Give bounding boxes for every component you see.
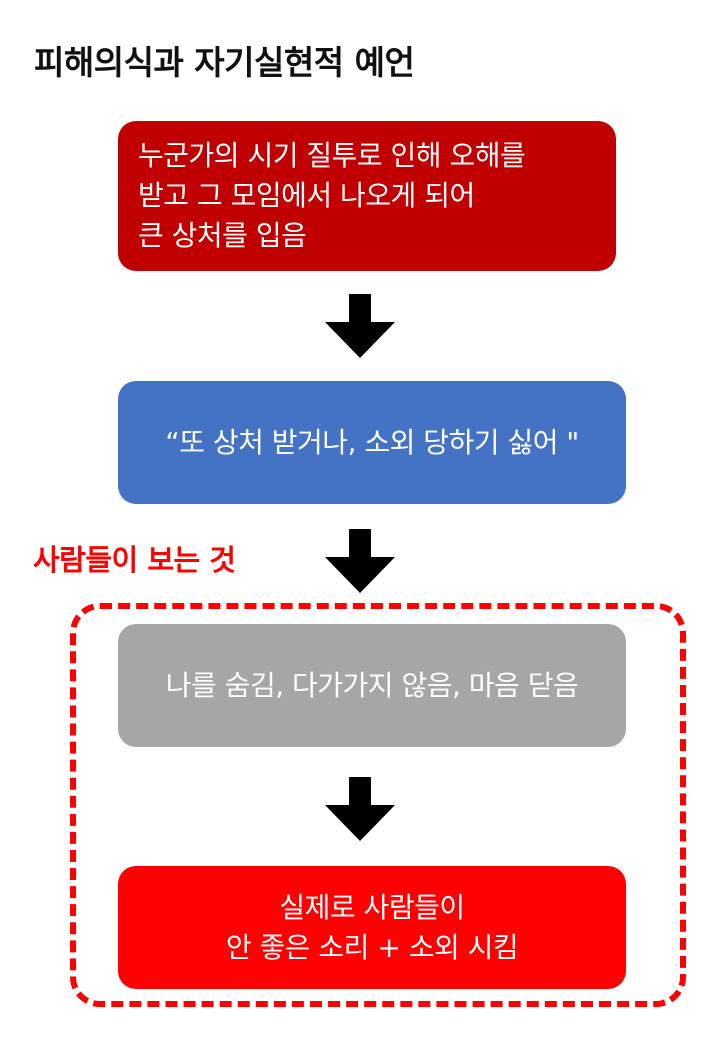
observed-label: 사람들이 보는 것 (33, 543, 236, 577)
down-arrow-icon (325, 294, 395, 358)
step-box-hurt-line-1: 누군가의 시기 질투로 인해 오해를 (138, 139, 526, 172)
step-box-outcome: 실제로 사람들이 안 좋은 소리 + 소외 시킴 (118, 866, 626, 989)
down-arrow-icon (325, 529, 395, 593)
step-box-hurt-line-3: 큰 상처를 입음 (138, 219, 307, 252)
step-box-fear-text: “또 상처 받거나, 소외 당하기 싫어 " (165, 425, 579, 459)
step-box-outcome-line-2: 안 좋은 소리 + 소외 시킴 (225, 930, 519, 964)
down-arrow-icon (325, 777, 395, 841)
step-box-fear: “또 상처 받거나, 소외 당하기 싫어 " (118, 381, 626, 504)
step-box-withdraw-text: 나를 숨김, 다가가지 않음, 마음 닫음 (165, 668, 579, 702)
step-box-withdraw: 나를 숨김, 다가가지 않음, 마음 닫음 (118, 624, 626, 747)
step-box-hurt-line-2: 받고 그 모임에서 나오게 되어 (138, 179, 475, 212)
observed-area-border (70, 603, 686, 1007)
step-box-outcome-line-1: 실제로 사람들이 (279, 890, 465, 924)
page-title: 피해의식과 자기실현적 예언 (34, 43, 415, 82)
step-box-hurt: 누군가의 시기 질투로 인해 오해를 받고 그 모임에서 나오게 되어 큰 상처… (118, 121, 616, 271)
